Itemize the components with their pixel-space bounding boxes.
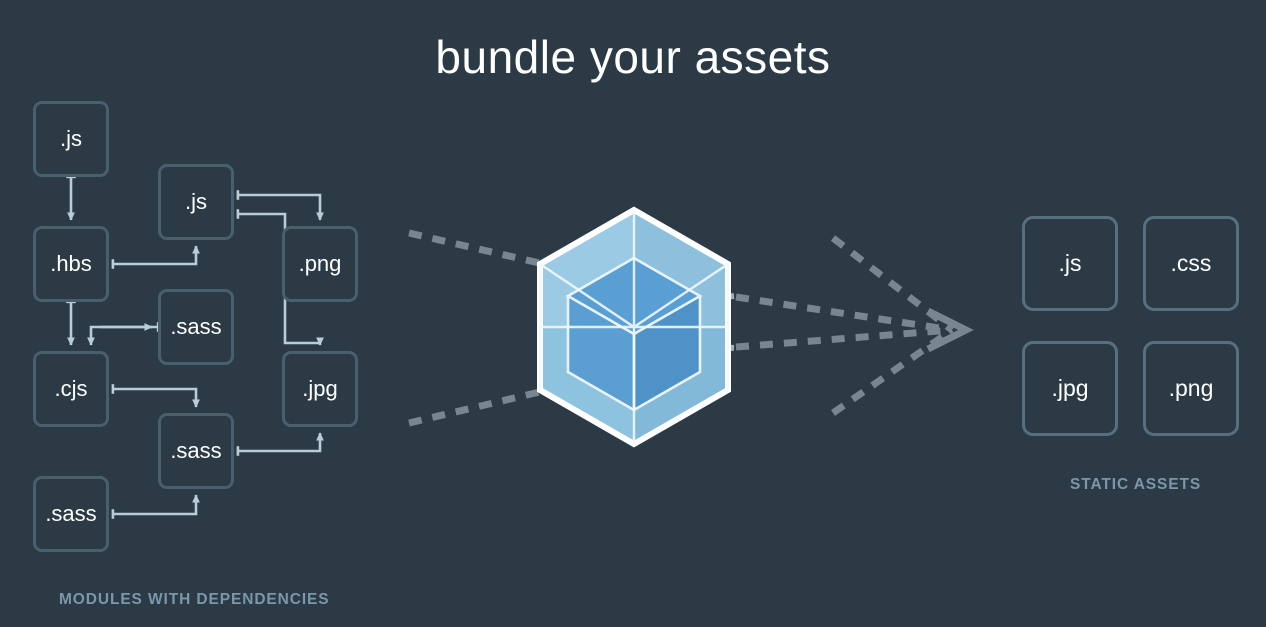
cube-inner-dash-tr: [699, 293, 735, 303]
cube-outer-seam-upper: [539, 263, 729, 329]
modules-caption: MODULES WITH DEPENDENCIES: [59, 591, 330, 608]
cube-inner-core: [568, 258, 700, 410]
cube-inner-dash-bl: [551, 367, 635, 391]
flow-out-upper-mid: [735, 293, 953, 334]
node-label: .png: [1168, 375, 1214, 401]
node-m-sass-1[interactable]: .sass: [33, 476, 109, 552]
cube-inner-edge-lower: [566, 296, 702, 412]
node-a-png[interactable]: .png: [1143, 341, 1239, 436]
node-a-js[interactable]: .js: [1022, 216, 1118, 311]
node-m-cjs[interactable]: .cjs: [33, 351, 109, 427]
cube-outer-face-left-lower: [540, 327, 634, 444]
cube-outer-shell: [540, 210, 728, 444]
cube-outer-face-right-upper: [634, 210, 728, 327]
node-m-hbs[interactable]: .hbs: [33, 226, 109, 302]
node-label: .jpg: [302, 376, 338, 401]
cube-inner-face-top: [568, 258, 700, 334]
cube-inner-dash-tl: [551, 263, 635, 288]
node-label: .js: [60, 126, 82, 151]
cube-outer-silhouette: [537, 206, 731, 448]
edge-cjs-to-sass3: [111, 384, 200, 408]
node-m-sass-3[interactable]: .sass: [158, 413, 234, 489]
cube-outer-face-right-lower: [634, 327, 728, 444]
cube-inner-face-right: [634, 296, 700, 410]
node-m-js-2[interactable]: .js: [158, 164, 234, 240]
edge-hbs-branch: [84, 316, 152, 327]
edge-sass1-to-sass3: [111, 494, 200, 519]
node-m-png[interactable]: .png: [282, 226, 358, 302]
edge-sass2-to-cjs: [87, 322, 160, 346]
node-label: .cjs: [54, 376, 88, 401]
cube-inner-dash-br: [699, 342, 735, 351]
flow-out-lower-mid: [735, 326, 953, 351]
cube-inner-edge-top: [565, 256, 703, 336]
node-label: .jpg: [1051, 375, 1089, 401]
flow-in-top: [408, 229, 549, 269]
flow-out-top: [830, 235, 955, 333]
node-label: .png: [298, 251, 342, 276]
node-label: .js: [185, 189, 207, 214]
node-label: .sass: [170, 314, 222, 339]
node-label: .css: [1170, 250, 1212, 276]
edge-js2-to-png: [236, 190, 324, 221]
flow-out-bottom: [830, 327, 955, 416]
node-label: .sass: [45, 501, 97, 526]
cube-outer-face-topleft: [540, 210, 634, 327]
node-label: .js: [1058, 250, 1082, 276]
cube-inner-face-left: [568, 296, 634, 410]
node-m-sass-2[interactable]: .sass: [158, 289, 234, 365]
node-a-jpg[interactable]: .jpg: [1022, 341, 1118, 436]
node-m-jpg[interactable]: .jpg: [282, 351, 358, 427]
cube-outer-face-left-upper: [540, 210, 634, 327]
node-label: .hbs: [50, 251, 92, 276]
node-m-js-1[interactable]: .js: [33, 101, 109, 177]
flow-out-arrowhead-icon: [926, 307, 974, 353]
node-label: .sass: [170, 438, 222, 463]
assets-caption: STATIC ASSETS: [1070, 476, 1202, 493]
edge-hbs-to-js2: [111, 245, 200, 269]
page-title: bundle your assets: [435, 31, 831, 83]
edge-sass3-to-jpg: [236, 432, 324, 456]
node-a-css[interactable]: .css: [1143, 216, 1239, 311]
flow-in-bottom: [408, 386, 549, 427]
edge-stub-hidden: [88, 327, 158, 344]
